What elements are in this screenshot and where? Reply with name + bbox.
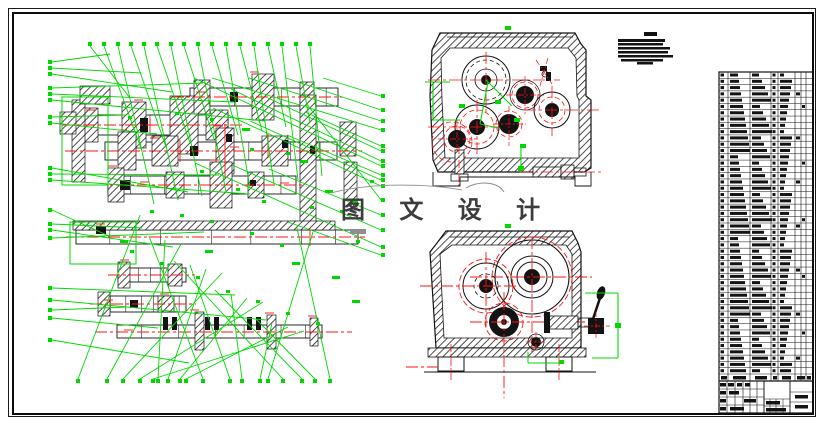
watermark-text: 图 文 设 计 (341, 195, 554, 224)
technical-notes-block (618, 32, 673, 65)
watermark-logo-swoosh (330, 182, 505, 234)
title-block (719, 380, 813, 413)
assembly-section-view (48, 42, 385, 383)
gearbox-end-view-top (425, 26, 604, 188)
gearbox-end-view-bottom (406, 224, 621, 398)
parts-list-table (718, 71, 814, 414)
